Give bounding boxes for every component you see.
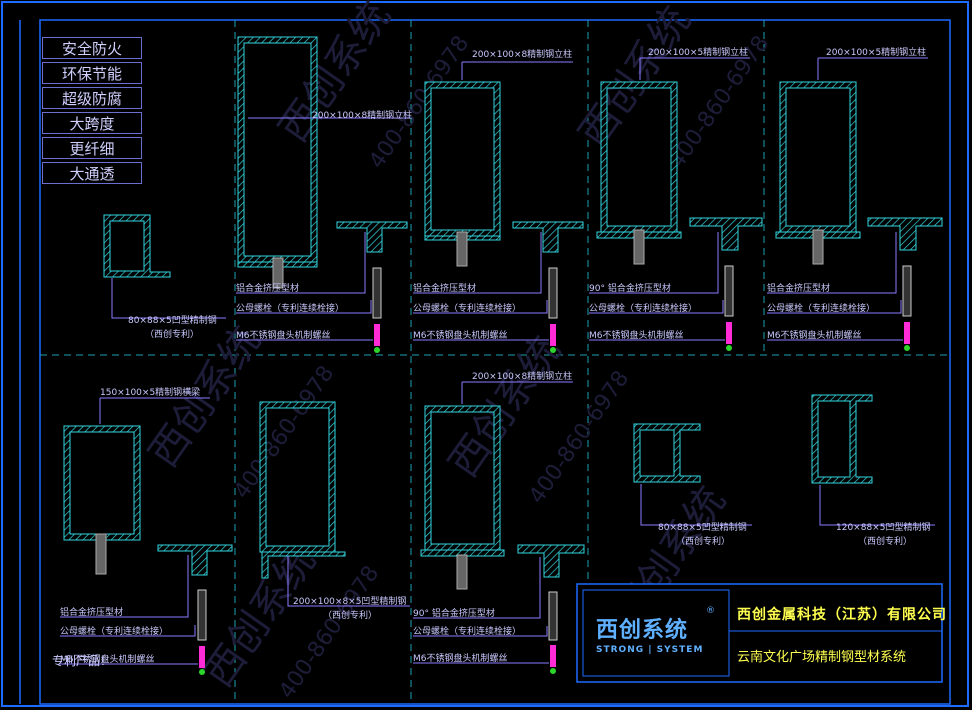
detail-column-b: 200×100×8精制钢立柱 铝合金挤压型材 公母螺栓（专利连续栓接） M6不锈… <box>413 48 584 353</box>
label-patent-4: （西创专利） <box>323 609 377 621</box>
label-alu-3: 铝合金挤压型材 <box>767 282 830 294</box>
label-alu-2: 铝合金挤压型材 <box>413 282 476 294</box>
label-screw-1: M6不锈钢盘头机制螺丝 <box>236 329 331 341</box>
label-alu90-2: 90° 铝合金挤压型材 <box>413 607 495 619</box>
watermark-phone-1: 400-860-6978 <box>364 31 474 173</box>
watermark-cn-1: 西创系统 <box>271 0 400 151</box>
detail-u-column: 200×100×8×5凹型精制钢 （西创专利） <box>259 401 410 621</box>
label-bolt-1: 公母螺栓（专利连续栓接） <box>236 302 344 314</box>
label-screw-3: M6不锈钢盘头机制螺丝 <box>589 329 684 341</box>
label-col-steel-b: 200×100×8精制钢立柱 <box>472 48 572 60</box>
label-patent-3: （西创专利） <box>858 535 912 547</box>
label-patent-2: （西创专利） <box>676 535 730 547</box>
detail-u-channel-3: 120×88×5凹型精制钢 （西创专利） <box>811 394 935 547</box>
title-block <box>576 583 943 683</box>
label-screw-4: M6不锈钢盘头机制螺丝 <box>767 329 862 341</box>
feature-eco: 环保节能 <box>42 62 142 84</box>
label-beam-steel: 150×100×5精制钢横梁 <box>100 386 200 398</box>
logo-registered-mark: ® <box>706 606 715 616</box>
watermark-cn-2: 西创系统 <box>571 0 700 156</box>
label-u-steel-4: 200×100×8×5凹型精制钢 <box>293 595 406 607</box>
label-u-steel-2: 80×88×5凹型精制钢 <box>658 521 747 533</box>
detail-u-channel-2: 80×88×5凹型精制钢 （西创专利） <box>633 423 752 547</box>
label-bolt-2: 公母螺栓（专利连续栓接） <box>413 302 521 314</box>
label-bolt-5: 公母螺栓（专利连续栓接） <box>60 625 168 637</box>
inner-frame <box>39 19 951 705</box>
layout-grid <box>40 20 950 704</box>
detail-beam: 150×100×5精制钢横梁 铝合金挤压型材 公母螺栓（专利连续栓接） M6不锈… <box>60 386 233 675</box>
logo-cn: 西创系统 <box>596 618 689 643</box>
logo-en: STRONG | SYSTEM <box>596 645 704 655</box>
label-u-steel-3: 120×88×5凹型精制钢 <box>836 521 930 533</box>
company-name: 西创金属科技（江苏）有限公司 <box>737 607 947 623</box>
label-screw-5: M6不锈钢盘头机制螺丝 <box>60 653 155 665</box>
feature-fireproof: 安全防火 <box>42 37 142 59</box>
label-alu-1: 铝合金挤压型材 <box>236 282 299 294</box>
label-screw-6: M6不锈钢盘头机制螺丝 <box>413 652 508 664</box>
label-patent-1: （西创专利） <box>145 328 199 340</box>
detail-tall-column: 200×100×8精制钢立柱 铝合金挤压型材 公母螺栓（专利连续栓接） M6不锈… <box>236 36 412 353</box>
label-col-steel-c: 200×100×5精制钢立柱 <box>648 46 748 58</box>
label-bolt-4: 公母螺栓（专利连续栓接） <box>767 302 875 314</box>
project-title: 云南文化广场精制钢型材系统 <box>737 650 907 665</box>
feature-transparent: 大通透 <box>42 162 142 184</box>
detail-u-channel-1: 80×88×5凹型精制钢 （西创专利） <box>103 214 226 340</box>
feature-anticorrosion: 超级防腐 <box>42 87 142 109</box>
label-bolt-3: 公母螺栓（专利连续栓接） <box>589 302 697 314</box>
label-u-steel-1: 80×88×5凹型精制钢 <box>128 314 217 326</box>
label-col-steel-d: 200×100×5精制钢立柱 <box>826 46 926 58</box>
feature-long-span: 大跨度 <box>42 112 142 134</box>
watermark-phone-3: 400-860-6978 <box>229 361 339 503</box>
label-alu90-1: 90° 铝合金挤压型材 <box>589 282 671 294</box>
detail-column-d: 200×100×5精制钢立柱 铝合金挤压型材 公母螺栓（专利连续栓接） M6不锈… <box>767 46 943 351</box>
product-note: 专利产品！ <box>52 654 113 668</box>
label-bolt-6: 公母螺栓（专利连续栓接） <box>413 625 521 637</box>
label-col-steel-a: 200×100×8精制钢立柱 <box>312 109 412 121</box>
label-col-steel-e: 200×100×8精制钢立柱 <box>472 370 572 382</box>
label-screw-2: M6不锈钢盘头机制螺丝 <box>413 329 508 341</box>
detail-column-c: 200×100×5精制钢立柱 90° 铝合金挤压型材 公母螺栓（专利连续栓接） … <box>589 46 763 351</box>
feature-slim: 更纤细 <box>42 137 142 159</box>
label-alu-4: 铝合金挤压型材 <box>60 606 123 618</box>
detail-column-e: 200×100×8精制钢立柱 90° 铝合金挤压型材 公母螺栓（专利连续栓接） … <box>413 370 585 674</box>
